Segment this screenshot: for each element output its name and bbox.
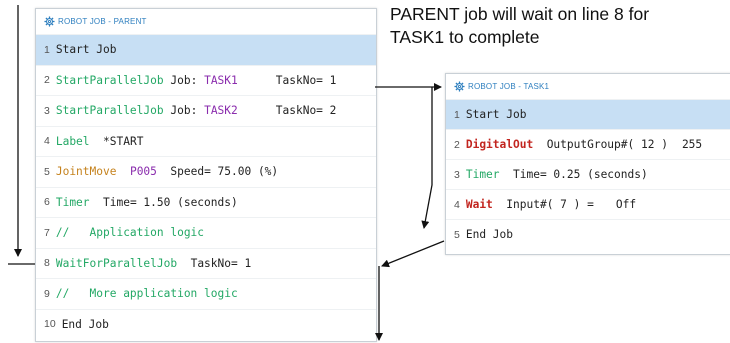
comment-text: // Application logic [55, 226, 205, 240]
line-number: 1 [454, 108, 460, 121]
task-number: TaskNo= 2 [275, 104, 337, 118]
command-keyword: DigitalOut [465, 138, 534, 151]
point-name: P005 [129, 165, 157, 179]
parent-panel-header: ROBOT JOB - PARENT [36, 9, 376, 34]
line-number: 3 [44, 104, 50, 117]
job-name: TASK1 [204, 73, 238, 87]
command-keyword: StartParallelJob [55, 104, 164, 118]
line-text: Start Job [55, 43, 117, 57]
parent-line-5[interactable]: 5 JointMove P005 Speed= 75.00 (%) [36, 156, 376, 187]
command-arg: Job: [170, 73, 198, 87]
parent-line-9[interactable]: 9 // More application logic [36, 278, 376, 309]
task1-line-1[interactable]: 1 Start Job [446, 99, 730, 129]
line-number: 5 [44, 165, 50, 178]
parent-line-10[interactable]: 10 End Job [36, 308, 376, 340]
line-number: 4 [454, 198, 460, 211]
task1-panel-title: ROBOT JOB - TASK1 [468, 82, 550, 91]
task1-line-4[interactable]: 4 Wait Input#( 7 ) = Off [446, 189, 730, 219]
command-arg: Time= 0.25 (seconds) [513, 168, 648, 181]
command-arg: Job: [170, 104, 198, 118]
parent-line-7[interactable]: 7 // Application logic [36, 217, 376, 248]
command-keyword: Timer [465, 168, 500, 181]
task1-job-panel: ROBOT JOB - TASK1 1 Start Job 2 DigitalO… [445, 73, 730, 255]
command-keyword: JointMove [55, 165, 117, 179]
line-number: 9 [44, 287, 50, 300]
output-value: 255 [681, 138, 703, 151]
line-number: 10 [44, 318, 56, 331]
command-keyword: Wait [465, 198, 493, 211]
task1-panel-header: ROBOT JOB - TASK1 [446, 74, 730, 99]
command-keyword: Label [55, 134, 90, 148]
line-number: 5 [454, 228, 460, 241]
annotation-text: PARENT job will wait on line 8 for TASK1… [390, 3, 730, 49]
command-arg: *START [103, 134, 144, 148]
gear-icon [44, 16, 55, 27]
task1-complete-arrow [381, 240, 445, 268]
parent-line-2[interactable]: 2 StartParallelJob Job: TASK1 TaskNo= 1 [36, 64, 376, 96]
task1-line-3[interactable]: 3 Timer Time= 0.25 (seconds) [446, 159, 730, 189]
line-number: 6 [44, 196, 50, 209]
line-number: 1 [44, 43, 50, 56]
line-number: 7 [44, 226, 50, 239]
command-arg: Time= 1.50 (seconds) [103, 195, 238, 209]
annotation-line-1: PARENT job will wait on line 8 for [390, 4, 650, 24]
task1-line-5[interactable]: 5 End Job [446, 219, 730, 249]
parent-panel-title: ROBOT JOB - PARENT [58, 17, 147, 26]
input-value: Off [615, 198, 637, 211]
task1-line-2[interactable]: 2 DigitalOut OutputGroup#( 12 ) 255 [446, 129, 730, 159]
job-name: TASK2 [204, 104, 238, 118]
task-number: TaskNo= 1 [275, 73, 337, 87]
line-text: End Job [465, 228, 513, 241]
command-keyword: WaitForParallelJob [55, 256, 178, 270]
line-number: 8 [44, 257, 50, 270]
branch-arrow [421, 87, 433, 229]
gear-icon [454, 81, 465, 92]
line-number: 4 [44, 135, 50, 148]
parent-line-4[interactable]: 4 Label *START [36, 125, 376, 157]
parent-job-panel: ROBOT JOB - PARENT 1 Start Job 2 StartPa… [35, 8, 377, 342]
line-text: Start Job [465, 108, 527, 121]
command-arg: TaskNo= 1 [190, 256, 252, 270]
comment-text: // More application logic [55, 287, 238, 301]
line-number: 3 [454, 168, 460, 181]
command-keyword: StartParallelJob [55, 73, 164, 87]
parent-line-6[interactable]: 6 Timer Time= 1.50 (seconds) [36, 186, 376, 218]
command-arg: Speed= 75.00 (%) [170, 165, 279, 179]
command-keyword: Timer [55, 195, 90, 209]
line-number: 2 [44, 74, 50, 87]
annotation-line-2: TASK1 to complete [390, 27, 540, 47]
line-text: End Job [61, 317, 109, 331]
command-arg: Input#( 7 ) = [506, 198, 594, 211]
parent-line-8[interactable]: 8 WaitForParallelJob TaskNo= 1 [36, 247, 376, 279]
parent-line-1[interactable]: 1 Start Job [36, 34, 376, 65]
command-arg: OutputGroup#( 12 ) [546, 138, 668, 151]
parent-line-3[interactable]: 3 StartParallelJob Job: TASK2 TaskNo= 2 [36, 95, 376, 126]
line-number: 2 [454, 138, 460, 151]
